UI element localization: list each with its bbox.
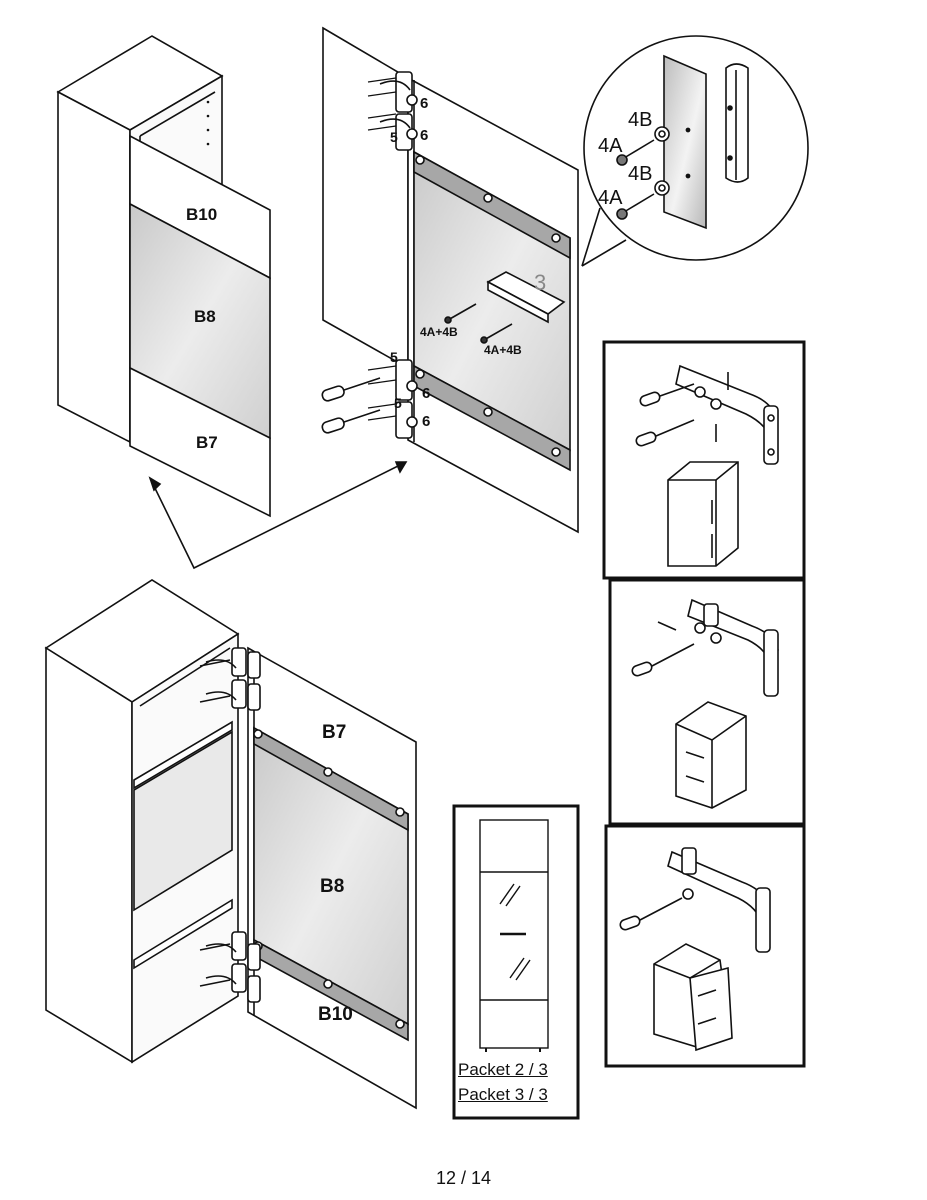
- label-screw-combo-1: 4A+4B: [420, 325, 458, 339]
- label-handle-3: 3: [534, 270, 546, 295]
- page-number: 12 / 14: [435, 1168, 492, 1188]
- label-b8-bottom: B8: [320, 876, 344, 897]
- bottom-cabinet: [44, 579, 417, 1110]
- label-hinge-6d: 6: [422, 413, 430, 430]
- label-hinge-6c: 6: [422, 385, 430, 402]
- hinge-depth-adjust-icon: [631, 598, 779, 697]
- packet-box: [452, 804, 580, 1120]
- label-b7-top: B7: [196, 433, 218, 452]
- label-b8-top: B8: [194, 307, 216, 326]
- label-hinge-6b: 6: [420, 127, 428, 144]
- packet-label-3-of-3: Packet 3 / 3: [458, 1085, 548, 1104]
- label-hinge-5a: 5: [390, 129, 398, 145]
- label-hinge-5c: 5: [394, 395, 402, 411]
- label-washer-4b-1: 4B: [628, 109, 652, 131]
- label-screw-4a-2: 4A: [598, 187, 623, 209]
- adjust-box-side: [604, 824, 806, 1068]
- adjust-box-depth: [608, 578, 806, 826]
- label-hinge-6a: 6: [420, 95, 428, 112]
- label-b10-top: B10: [186, 205, 217, 224]
- label-b10-bottom: B10: [318, 1004, 353, 1025]
- top-door-assembly: [321, 26, 579, 534]
- packet-label-2-of-3: Packet 2 / 3: [458, 1060, 548, 1079]
- label-washer-4b-2: 4B: [628, 163, 652, 185]
- label-b7-bottom: B7: [322, 722, 346, 743]
- hinge-side-adjust-icon: [619, 847, 771, 953]
- arrows-connector: [148, 461, 408, 570]
- top-left-cabinet: [56, 35, 271, 518]
- detail-circle: [581, 35, 809, 267]
- label-hinge-5b: 5: [390, 349, 398, 365]
- adjust-box-vertical: [602, 340, 806, 580]
- label-screw-combo-2: 4A+4B: [484, 343, 522, 357]
- hinge-vertical-adjust-icon: [635, 364, 779, 465]
- label-screw-4a-1: 4A: [598, 135, 623, 157]
